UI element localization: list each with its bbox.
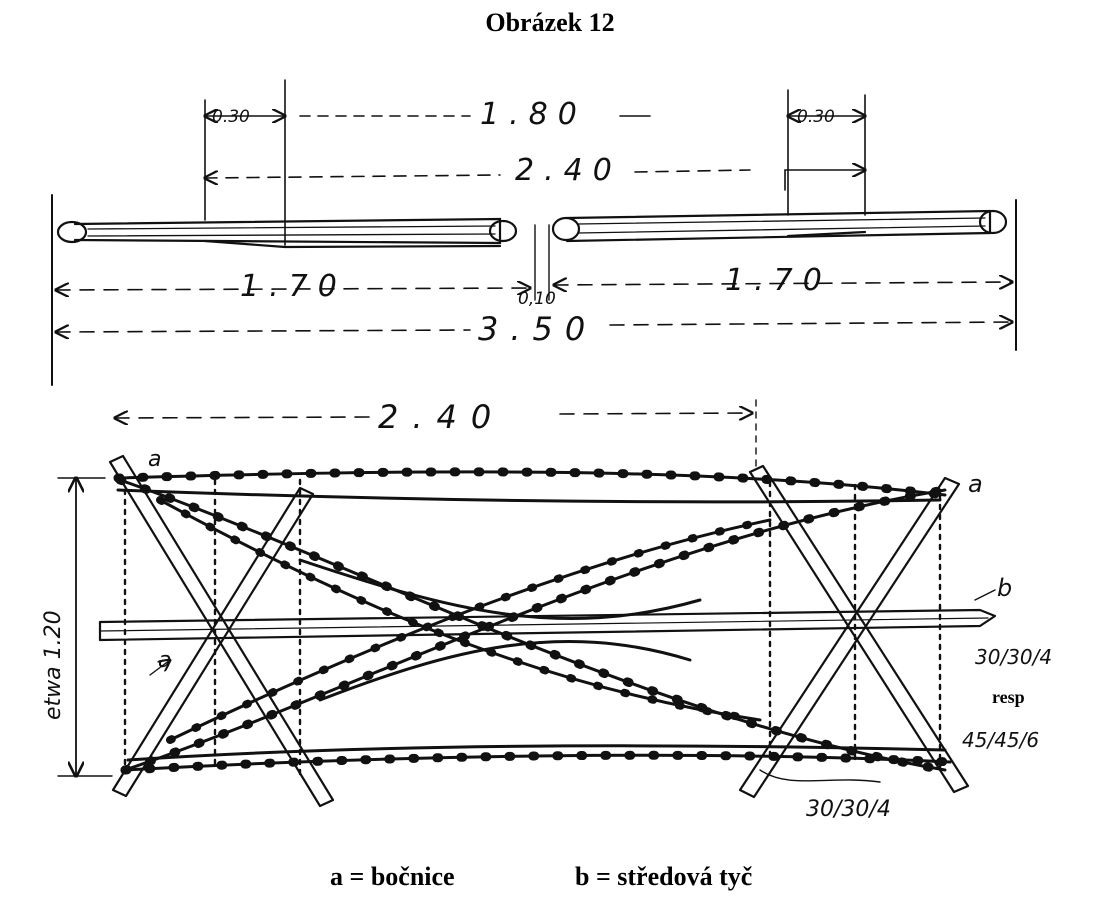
center-bar bbox=[98, 608, 997, 642]
dim-line-posts-b bbox=[634, 169, 751, 173]
dim-line-length-a bbox=[115, 417, 371, 418]
legend-b: b = středová tyč bbox=[575, 862, 753, 891]
dim-line-posts-a bbox=[205, 175, 501, 178]
dim-line-total-a bbox=[56, 330, 471, 332]
dim-half-right: 1.70 bbox=[725, 263, 832, 298]
rail-right bbox=[551, 209, 1008, 243]
dim-gap: 0,10 bbox=[518, 289, 556, 309]
dim-overhang-right: 0.30 bbox=[797, 107, 835, 127]
dim-line-posts-c bbox=[784, 170, 865, 191]
label-a-inner: a bbox=[158, 648, 171, 673]
dim-height: etwa 1.20 bbox=[41, 610, 66, 720]
dim-total: 3.50 bbox=[478, 310, 597, 348]
side-frame-left bbox=[108, 454, 335, 808]
dim-line-half-left bbox=[56, 288, 530, 290]
leader-b bbox=[974, 589, 996, 601]
side-view bbox=[57, 399, 997, 808]
dim-line-length-b bbox=[559, 413, 752, 414]
figure-title: Obrázek 12 bbox=[485, 8, 615, 37]
profile-center-1: 30/30/4 bbox=[975, 645, 1052, 669]
profile-center-2: 45/45/6 bbox=[962, 728, 1039, 752]
dim-length: 2.40 bbox=[378, 398, 505, 436]
leader-a-inner bbox=[149, 660, 170, 676]
side-frame-right bbox=[738, 464, 970, 799]
label-b: b bbox=[997, 574, 1012, 602]
dim-line-total-b bbox=[609, 322, 1012, 325]
dim-posts: 2.40 bbox=[515, 153, 622, 188]
dim-line-half-right bbox=[554, 282, 1012, 285]
profile-side: 30/30/4 bbox=[806, 797, 891, 822]
barbed-wire bbox=[113, 467, 955, 777]
dim-inner: 1.80 bbox=[480, 97, 587, 132]
label-a-left: a bbox=[148, 447, 161, 472]
rail-left bbox=[56, 217, 518, 249]
legend-a: a = bočnice bbox=[330, 862, 455, 891]
dim-half-left: 1.70 bbox=[240, 269, 347, 304]
top-view bbox=[51, 79, 1017, 386]
dim-overhang-left: 0.30 bbox=[212, 107, 250, 127]
resp-label: resp bbox=[992, 687, 1025, 707]
leader-profile-side bbox=[759, 769, 881, 783]
label-a-right: a bbox=[968, 470, 983, 498]
